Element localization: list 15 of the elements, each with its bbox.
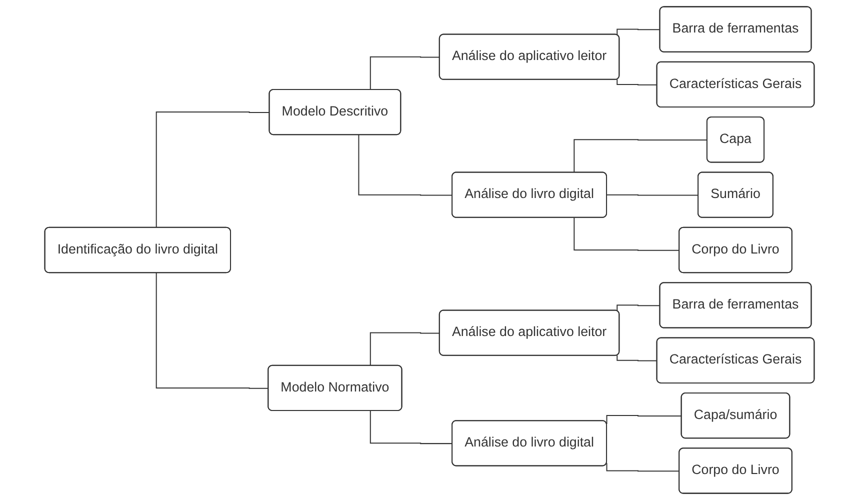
connector	[616, 28, 660, 36]
connector	[574, 218, 680, 251]
connector	[370, 56, 440, 90]
connector	[156, 273, 269, 389]
connector	[358, 135, 452, 196]
connector	[574, 139, 708, 173]
connector	[370, 332, 440, 366]
connector	[606, 463, 680, 472]
connector	[616, 79, 658, 86]
connector	[616, 304, 660, 311]
connector	[606, 194, 698, 196]
connector	[616, 355, 658, 362]
connector	[370, 410, 452, 444]
connector	[156, 112, 270, 228]
connector	[606, 415, 682, 424]
